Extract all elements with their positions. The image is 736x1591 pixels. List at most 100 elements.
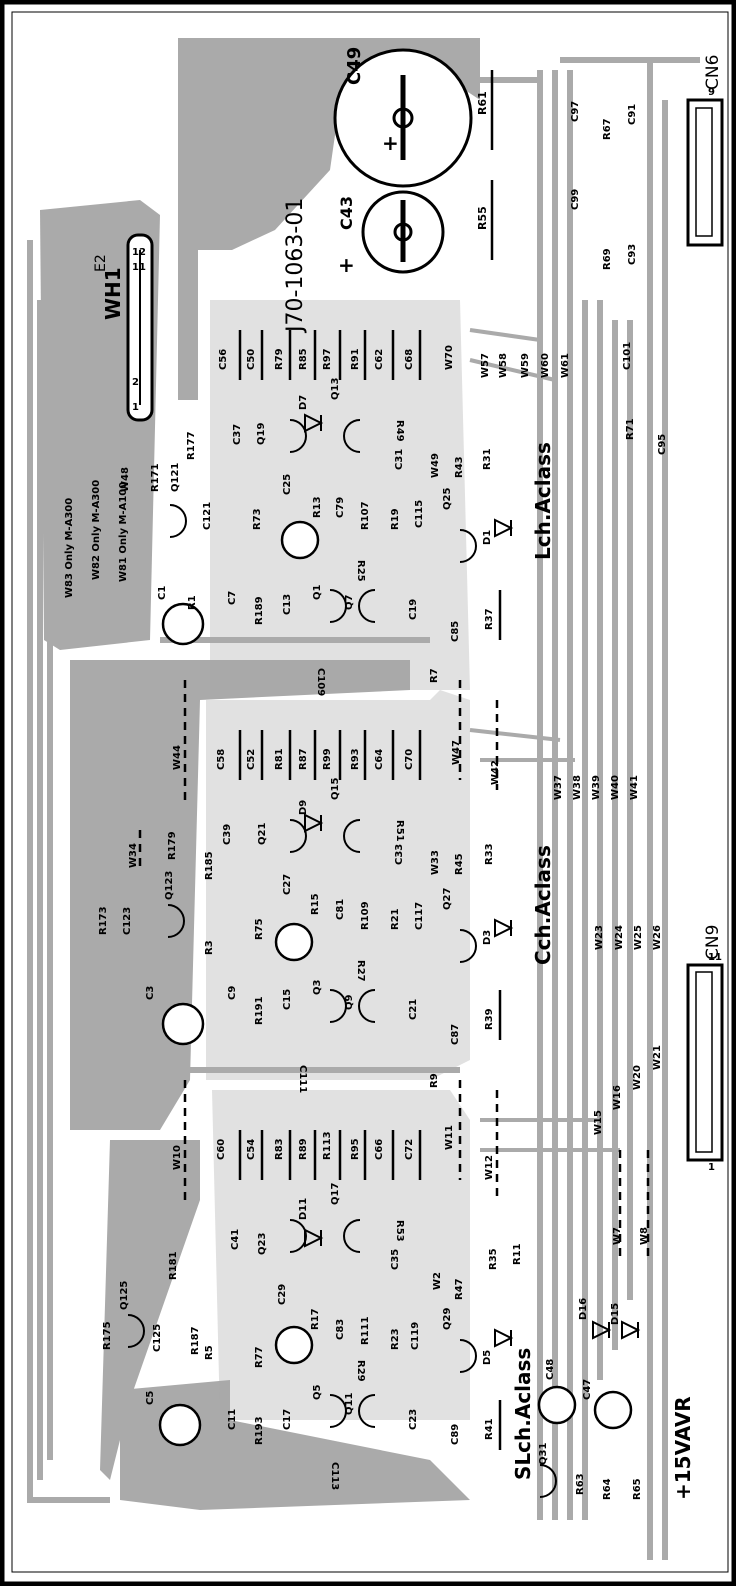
- ref-q7: Q7: [344, 594, 355, 610]
- ref-r97: R97: [322, 348, 333, 370]
- ref-r31: R31: [482, 448, 493, 470]
- ref-d5: D5: [482, 1350, 493, 1365]
- ref-d15: D15: [610, 1303, 621, 1325]
- ref-r5: R5: [204, 1345, 215, 1360]
- ref-w15: W15: [593, 1110, 604, 1135]
- transistor-q17: [343, 1219, 361, 1253]
- ref-d9: D9: [298, 800, 309, 815]
- transistor-q31: [539, 1464, 557, 1498]
- ref-r55: R55: [476, 206, 489, 230]
- ref-r11: R11: [512, 1243, 523, 1265]
- ref-c109: C109: [315, 668, 326, 696]
- ref-c48: C48: [545, 1359, 556, 1380]
- ref-c21: C21: [408, 999, 419, 1020]
- trace: [27, 240, 110, 1503]
- ref-r33: R33: [484, 843, 495, 865]
- ref-r85: R85: [298, 348, 309, 370]
- ref-r41: R41: [484, 1418, 495, 1440]
- ref-c35: C35: [390, 1249, 401, 1270]
- transistor-q13: [343, 419, 361, 453]
- ref-r95: R95: [350, 1138, 361, 1160]
- connector-cn9-slot: [695, 971, 713, 1153]
- transistor-q7: [358, 589, 376, 623]
- capacitor-c3: [161, 1002, 205, 1046]
- ref-r17: R17: [310, 1308, 321, 1330]
- ref-c33: C33: [394, 844, 405, 865]
- diode-d11: [304, 1228, 324, 1248]
- ref-r64: R64: [602, 1478, 613, 1500]
- trace: [469, 728, 561, 742]
- ref-d16: D16: [578, 1298, 589, 1320]
- capacitor-c25: [280, 520, 320, 560]
- ref-r15: R15: [310, 893, 321, 915]
- ref-r29: R29: [355, 1360, 366, 1382]
- ref-c41: C41: [230, 1229, 241, 1250]
- ref-r39: R39: [484, 1008, 495, 1030]
- capacitor-c27: [274, 922, 314, 962]
- ref-c68: C68: [404, 349, 415, 370]
- ref-r63: R63: [575, 1473, 586, 1495]
- transistor-q25: [459, 529, 477, 563]
- ref-c27: C27: [282, 874, 293, 895]
- connector-cn9-label: CN9: [703, 925, 723, 960]
- ref-w70: W70: [444, 345, 455, 370]
- diode-d9: [304, 813, 324, 833]
- ref-q125: Q125: [119, 1281, 130, 1310]
- ref-c81: C81: [335, 899, 346, 920]
- ref-q13: Q13: [330, 378, 341, 400]
- ref-r181: R181: [168, 1251, 179, 1280]
- copper-pour-top: [178, 38, 480, 400]
- ref-c7: C7: [227, 591, 238, 605]
- ref-c62: C62: [374, 349, 385, 370]
- ref-q123: Q123: [164, 871, 175, 900]
- ref-c85: C85: [450, 621, 461, 642]
- ref-c64: C64: [374, 749, 385, 770]
- copper-pours: [40, 38, 480, 1510]
- ref-q11: Q11: [344, 1393, 355, 1415]
- ref-d7: D7: [298, 395, 309, 410]
- polarity-plus-mark: +: [338, 253, 355, 277]
- board-labels: J70-1063-01 WH1 E2 CN6 CN9 +15VAVR Lch.A…: [64, 55, 723, 1500]
- ref-r185: R185: [204, 851, 215, 880]
- ref-r75: R75: [254, 918, 265, 940]
- ref-r13: R13: [312, 496, 323, 518]
- ref-w61: W61: [560, 353, 571, 378]
- ref-r9: R9: [429, 1073, 440, 1088]
- ref-c89: C89: [450, 1424, 461, 1445]
- ref-r1: R1: [187, 595, 198, 610]
- ref-w60: W60: [540, 353, 551, 378]
- ref-q19: Q19: [256, 423, 267, 445]
- ref-c23: C23: [408, 1409, 419, 1430]
- ref-w59: W59: [520, 353, 531, 378]
- ref-r23: R23: [390, 1328, 401, 1350]
- transistor-q121: [169, 504, 187, 538]
- pin-number: 12: [132, 247, 146, 258]
- ref-r79: R79: [274, 348, 285, 370]
- ref-c83: C83: [335, 1319, 346, 1340]
- ref-r61: R61: [476, 91, 489, 115]
- ref-r69: R69: [602, 248, 613, 270]
- ref-r193: R193: [254, 1416, 265, 1445]
- trace: [469, 358, 556, 382]
- ref-w24: W24: [614, 925, 625, 950]
- model-note: W82 Only M-A300: [91, 480, 102, 580]
- ref-w11: W11: [444, 1125, 455, 1150]
- ref-c25: C25: [282, 474, 293, 495]
- ref-c43: C43: [337, 196, 356, 230]
- ref-q25: Q25: [442, 488, 453, 510]
- ref-r73: R73: [252, 508, 263, 530]
- ref-c60: C60: [216, 1139, 227, 1160]
- trace: [469, 328, 541, 342]
- harness-wh1: [126, 233, 154, 422]
- ref-w25: W25: [633, 925, 644, 950]
- connector-cn6-body: [686, 98, 724, 247]
- ref-w21: W21: [652, 1045, 663, 1070]
- connector-cn6-slot: [695, 107, 713, 237]
- ref-c13: C13: [282, 594, 293, 615]
- connector-cn6-label: CN6: [703, 55, 723, 90]
- ref-c101: C101: [622, 342, 633, 370]
- ref-w37: W37: [553, 775, 564, 800]
- ref-w20: W20: [632, 1065, 643, 1090]
- model-note: W81 Only M-A100: [118, 482, 129, 582]
